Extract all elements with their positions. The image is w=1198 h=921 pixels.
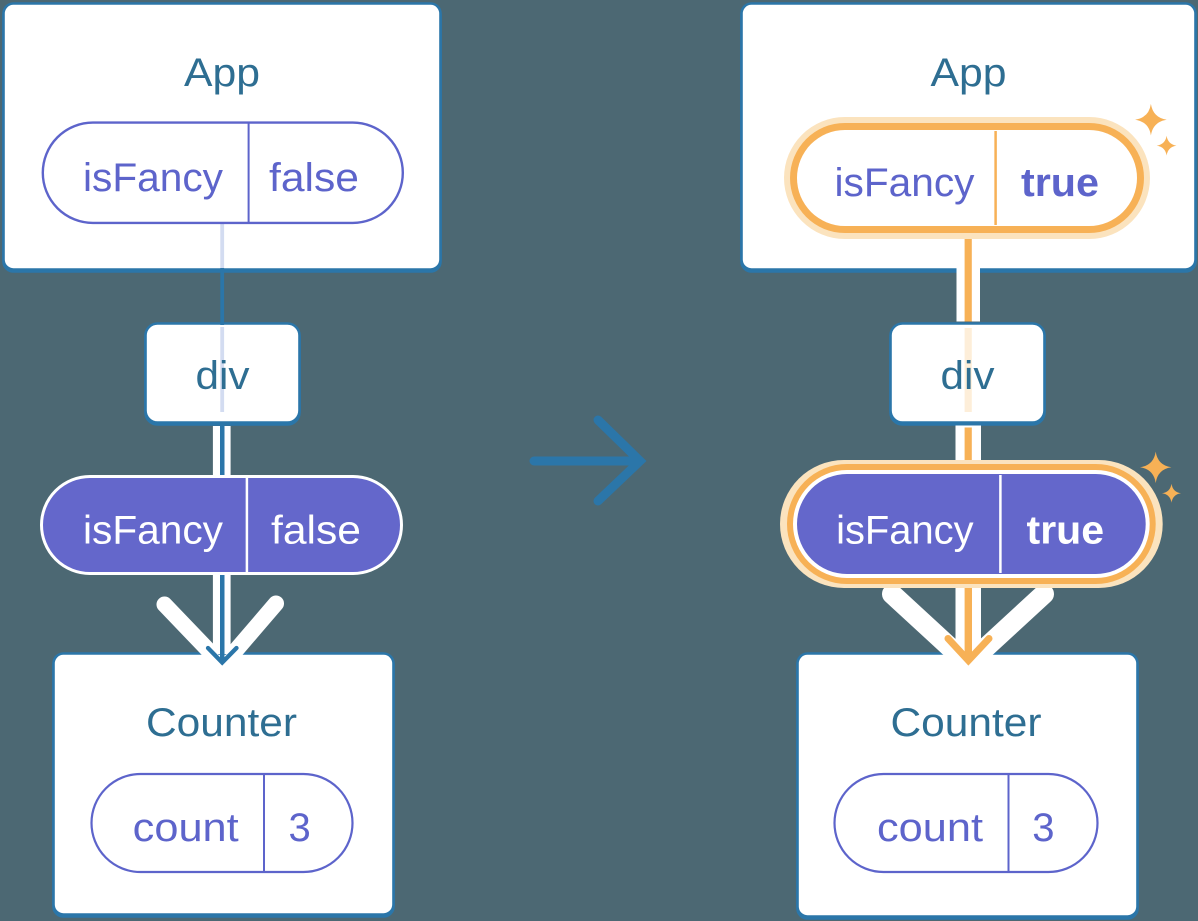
svg-text:div: div	[941, 354, 995, 398]
svg-text:isFancy: isFancy	[83, 509, 223, 553]
svg-text:false: false	[269, 156, 359, 200]
svg-text:isFancy: isFancy	[835, 161, 975, 205]
svg-text:true: true	[1021, 161, 1099, 205]
svg-text:Counter: Counter	[891, 701, 1042, 745]
svg-text:Counter: Counter	[146, 701, 297, 745]
svg-text:false: false	[271, 509, 361, 553]
svg-text:App: App	[184, 51, 260, 95]
svg-text:3: 3	[1032, 806, 1054, 850]
svg-text:isFancy: isFancy	[836, 509, 974, 553]
svg-text:count: count	[877, 806, 983, 850]
svg-text:count: count	[133, 806, 239, 850]
svg-text:div: div	[196, 354, 250, 398]
svg-text:3: 3	[288, 806, 310, 850]
svg-text:isFancy: isFancy	[83, 156, 223, 200]
svg-text:true: true	[1027, 509, 1105, 553]
svg-text:App: App	[931, 51, 1007, 95]
